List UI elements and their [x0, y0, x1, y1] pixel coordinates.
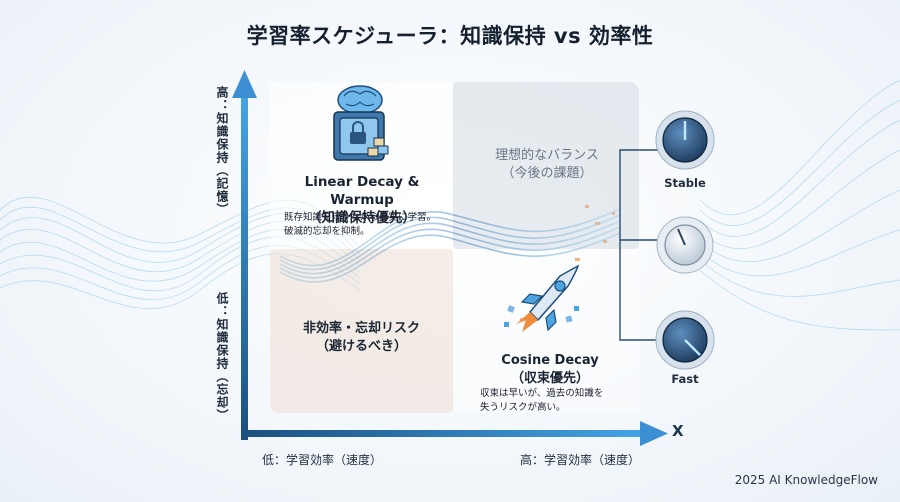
x-axis-line: [241, 430, 651, 437]
quadrant-top-left-description: 既存知識を守りながら着実に学習。 破滅的忘却を抑制。: [284, 211, 459, 239]
quadrant-bottom-right-description: 収束は早いが、過去の知識を 失うリスクが高い。: [480, 387, 640, 415]
quadrant-bottom-right-title: Cosine Decay （収束優先）: [470, 352, 630, 388]
quadrant-bottom-right: [453, 249, 639, 413]
quadrant-bottom-right-title-line1: Cosine Decay: [501, 353, 599, 368]
quadrant-top-left-title-line1: Linear Decay & Warmup: [304, 174, 420, 208]
x-axis-letter: X: [672, 422, 684, 440]
quadrant-top-right: [453, 82, 639, 249]
x-axis-low-label: 低：学習効率（速度）: [262, 453, 383, 467]
knob-bottom[interactable]: [655, 310, 715, 370]
quadrant-top-right-title: 理想的なバランス （今後の課題）: [462, 147, 632, 183]
footer-credit: 2025 AI KnowledgeFlow: [734, 473, 878, 487]
knob-panel: [619, 110, 715, 370]
quadrant-top-left-title: Linear Decay & Warmup （知識保持優先）: [272, 173, 452, 227]
rocket-icon: [504, 264, 580, 332]
quadrant-bottom-left-title-line1: 非効率・忘却リスク: [302, 321, 420, 336]
quadrant-bottom-right-desc-line2: 失うリスクが高い。: [480, 402, 566, 413]
page-title: 学習率スケジューラ：知識保持 vs 効率性: [246, 24, 654, 48]
y-axis-low-label: 低：知識保持（忘却）: [215, 292, 229, 422]
knob-connector: [619, 149, 658, 341]
quadrant-top-left-desc-line2: 破滅的忘却を抑制。: [284, 226, 370, 237]
right-wave-bundle: [699, 79, 900, 331]
quadrant-bottom-right-desc-line1: 収束は早いが、過去の知識を: [480, 388, 604, 399]
y-axis-high-label: 高：知識保持（記憶）: [215, 86, 229, 216]
left-wave-bundle: [0, 196, 361, 310]
knob-middle[interactable]: [656, 216, 714, 274]
quadrant-top-left-desc-line1: 既存知識を守りながら着実に学習。: [284, 212, 437, 223]
quadrant-bottom-right-title-line2: （収束優先）: [510, 371, 589, 386]
x-axis-arrowhead: [640, 421, 668, 446]
knob-top-label: Stable: [664, 176, 706, 190]
quadrant-top-right-title-line1: 理想的なバランス: [495, 148, 599, 163]
brain-safe-icon: [333, 85, 389, 161]
knob-top[interactable]: [655, 110, 715, 170]
quadrant-top-right-title-line2: （今後の課題）: [501, 166, 593, 181]
y-axis-arrowhead: [232, 70, 257, 98]
y-axis-line: [241, 95, 248, 440]
quadrant-bottom-left-title-line2: （避けるべき）: [315, 339, 407, 354]
quadrant-bottom-left-title: 非効率・忘却リスク （避けるべき）: [270, 320, 453, 356]
quadrant-top-left-title-line2: （知識保持優先）: [308, 210, 416, 226]
x-axis-high-label: 高：学習効率（速度）: [520, 453, 641, 467]
knob-bottom-label: Fast: [671, 372, 699, 386]
quadrant-bottom-left: [270, 249, 453, 413]
